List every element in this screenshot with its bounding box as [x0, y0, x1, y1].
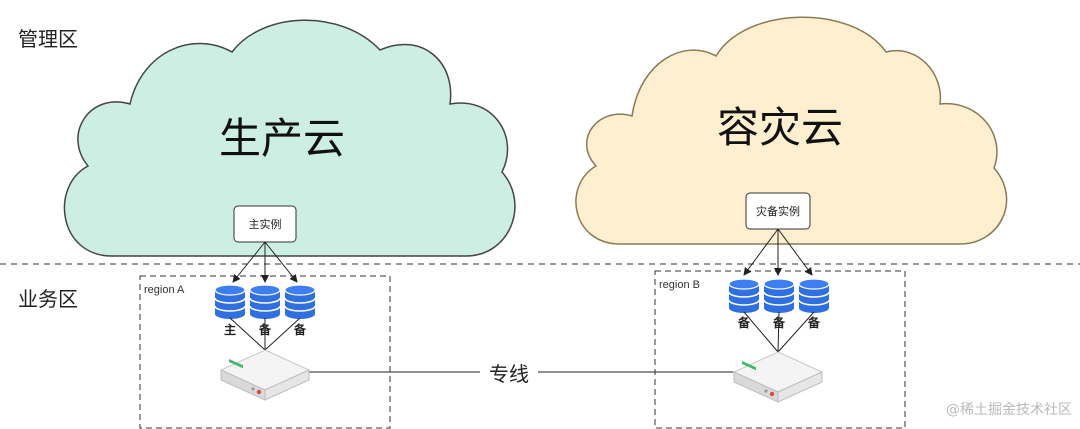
database-icon	[214, 284, 246, 320]
db-server-lines-a	[229, 317, 301, 351]
primary-instance-box: 主实例	[233, 205, 297, 243]
management-zone-label: 管理区	[18, 27, 78, 51]
database-icon	[284, 284, 316, 320]
region-a-label: region A	[144, 284, 185, 296]
database-icon	[763, 278, 795, 314]
server-icon	[733, 351, 823, 403]
replication-arrows-a	[232, 241, 298, 283]
primary-instance-label: 主实例	[249, 217, 282, 231]
db-role-label: 主	[224, 322, 236, 337]
db-role-label: 备	[807, 315, 821, 330]
disaster-cloud: 容灾云	[575, 16, 1008, 245]
production-cloud-shape	[63, 19, 516, 257]
disaster-cloud-title: 容灾云	[717, 103, 843, 152]
db-server-lines-b	[743, 311, 815, 353]
database-icon	[798, 278, 830, 314]
database-icon	[249, 284, 281, 320]
region-b-label: region B	[659, 279, 700, 291]
database-icon	[728, 278, 760, 314]
disaster-cloud-shape	[575, 16, 1008, 245]
standby-instance-label: 灾备实例	[756, 204, 800, 218]
business-zone-label: 业务区	[18, 287, 78, 311]
watermark-text: @稀土掘金技术社区	[946, 402, 1072, 418]
server-icon	[220, 349, 310, 401]
dedicated-line-label-bg	[480, 358, 538, 386]
replication-arrows-b	[743, 228, 813, 276]
standby-instance-box: 灾备实例	[745, 192, 811, 230]
db-role-label: 备	[293, 322, 307, 337]
production-cloud-title: 生产云	[219, 114, 345, 163]
production-cloud: 生产云	[63, 19, 516, 257]
dedicated-line-label: 专线	[489, 362, 529, 386]
db-role-label: 备	[737, 315, 751, 330]
